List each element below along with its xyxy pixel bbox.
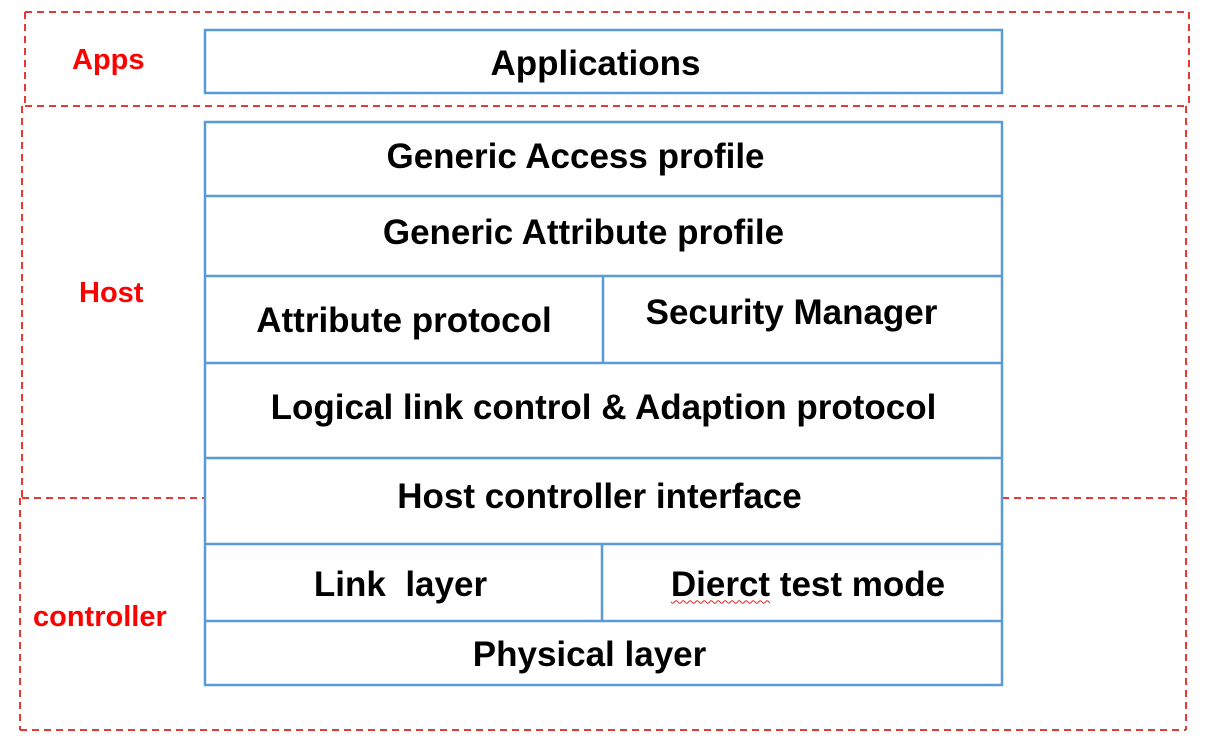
applications-box-border <box>203 28 1004 95</box>
applications-layer: Applications <box>205 30 1002 93</box>
direct-test-mode-layer: Dierct test mode <box>602 544 1002 621</box>
stack-outline <box>203 120 1004 687</box>
apps-region-label: Apps <box>72 44 145 76</box>
generic-attribute-profile-label: Generic Attribute profile <box>382 213 785 252</box>
attribute-protocol-layer: Attribute protocol <box>205 276 603 363</box>
physical-layer: Physical layer <box>205 621 1002 685</box>
l2cap-label: Logical link control & Adaption protocol <box>270 387 937 427</box>
direct-test-mode-label: Dierct test mode <box>671 565 945 605</box>
generic-access-profile-label: Generic Access profile <box>386 137 765 176</box>
link-layer-label: Link layer <box>313 564 488 604</box>
applications-label: Applications <box>490 43 701 83</box>
l2cap-layer: Logical link control & Adaption protocol <box>205 363 1002 458</box>
physical-layer-label: Physical layer <box>472 635 707 674</box>
host-controller-interface-label: Host controller interface <box>397 477 802 516</box>
spellcheck-word: Dierct <box>670 564 771 604</box>
attribute-protocol-label: Attribute protocol <box>256 300 552 340</box>
direct-test-mode-rest: test mode <box>770 564 946 604</box>
host-region-label: Host <box>79 277 144 309</box>
generic-attribute-profile-layer: Generic Attribute profile <box>205 196 1002 276</box>
link-layer: Link layer <box>205 544 602 621</box>
controller-region-label: controller <box>33 601 167 633</box>
security-manager-layer: Security Manager <box>603 276 1002 363</box>
security-manager-label: Security Manager <box>645 292 938 332</box>
generic-access-profile-layer: Generic Access profile <box>205 122 1002 196</box>
host-controller-interface-layer: Host controller interface <box>205 458 1002 544</box>
